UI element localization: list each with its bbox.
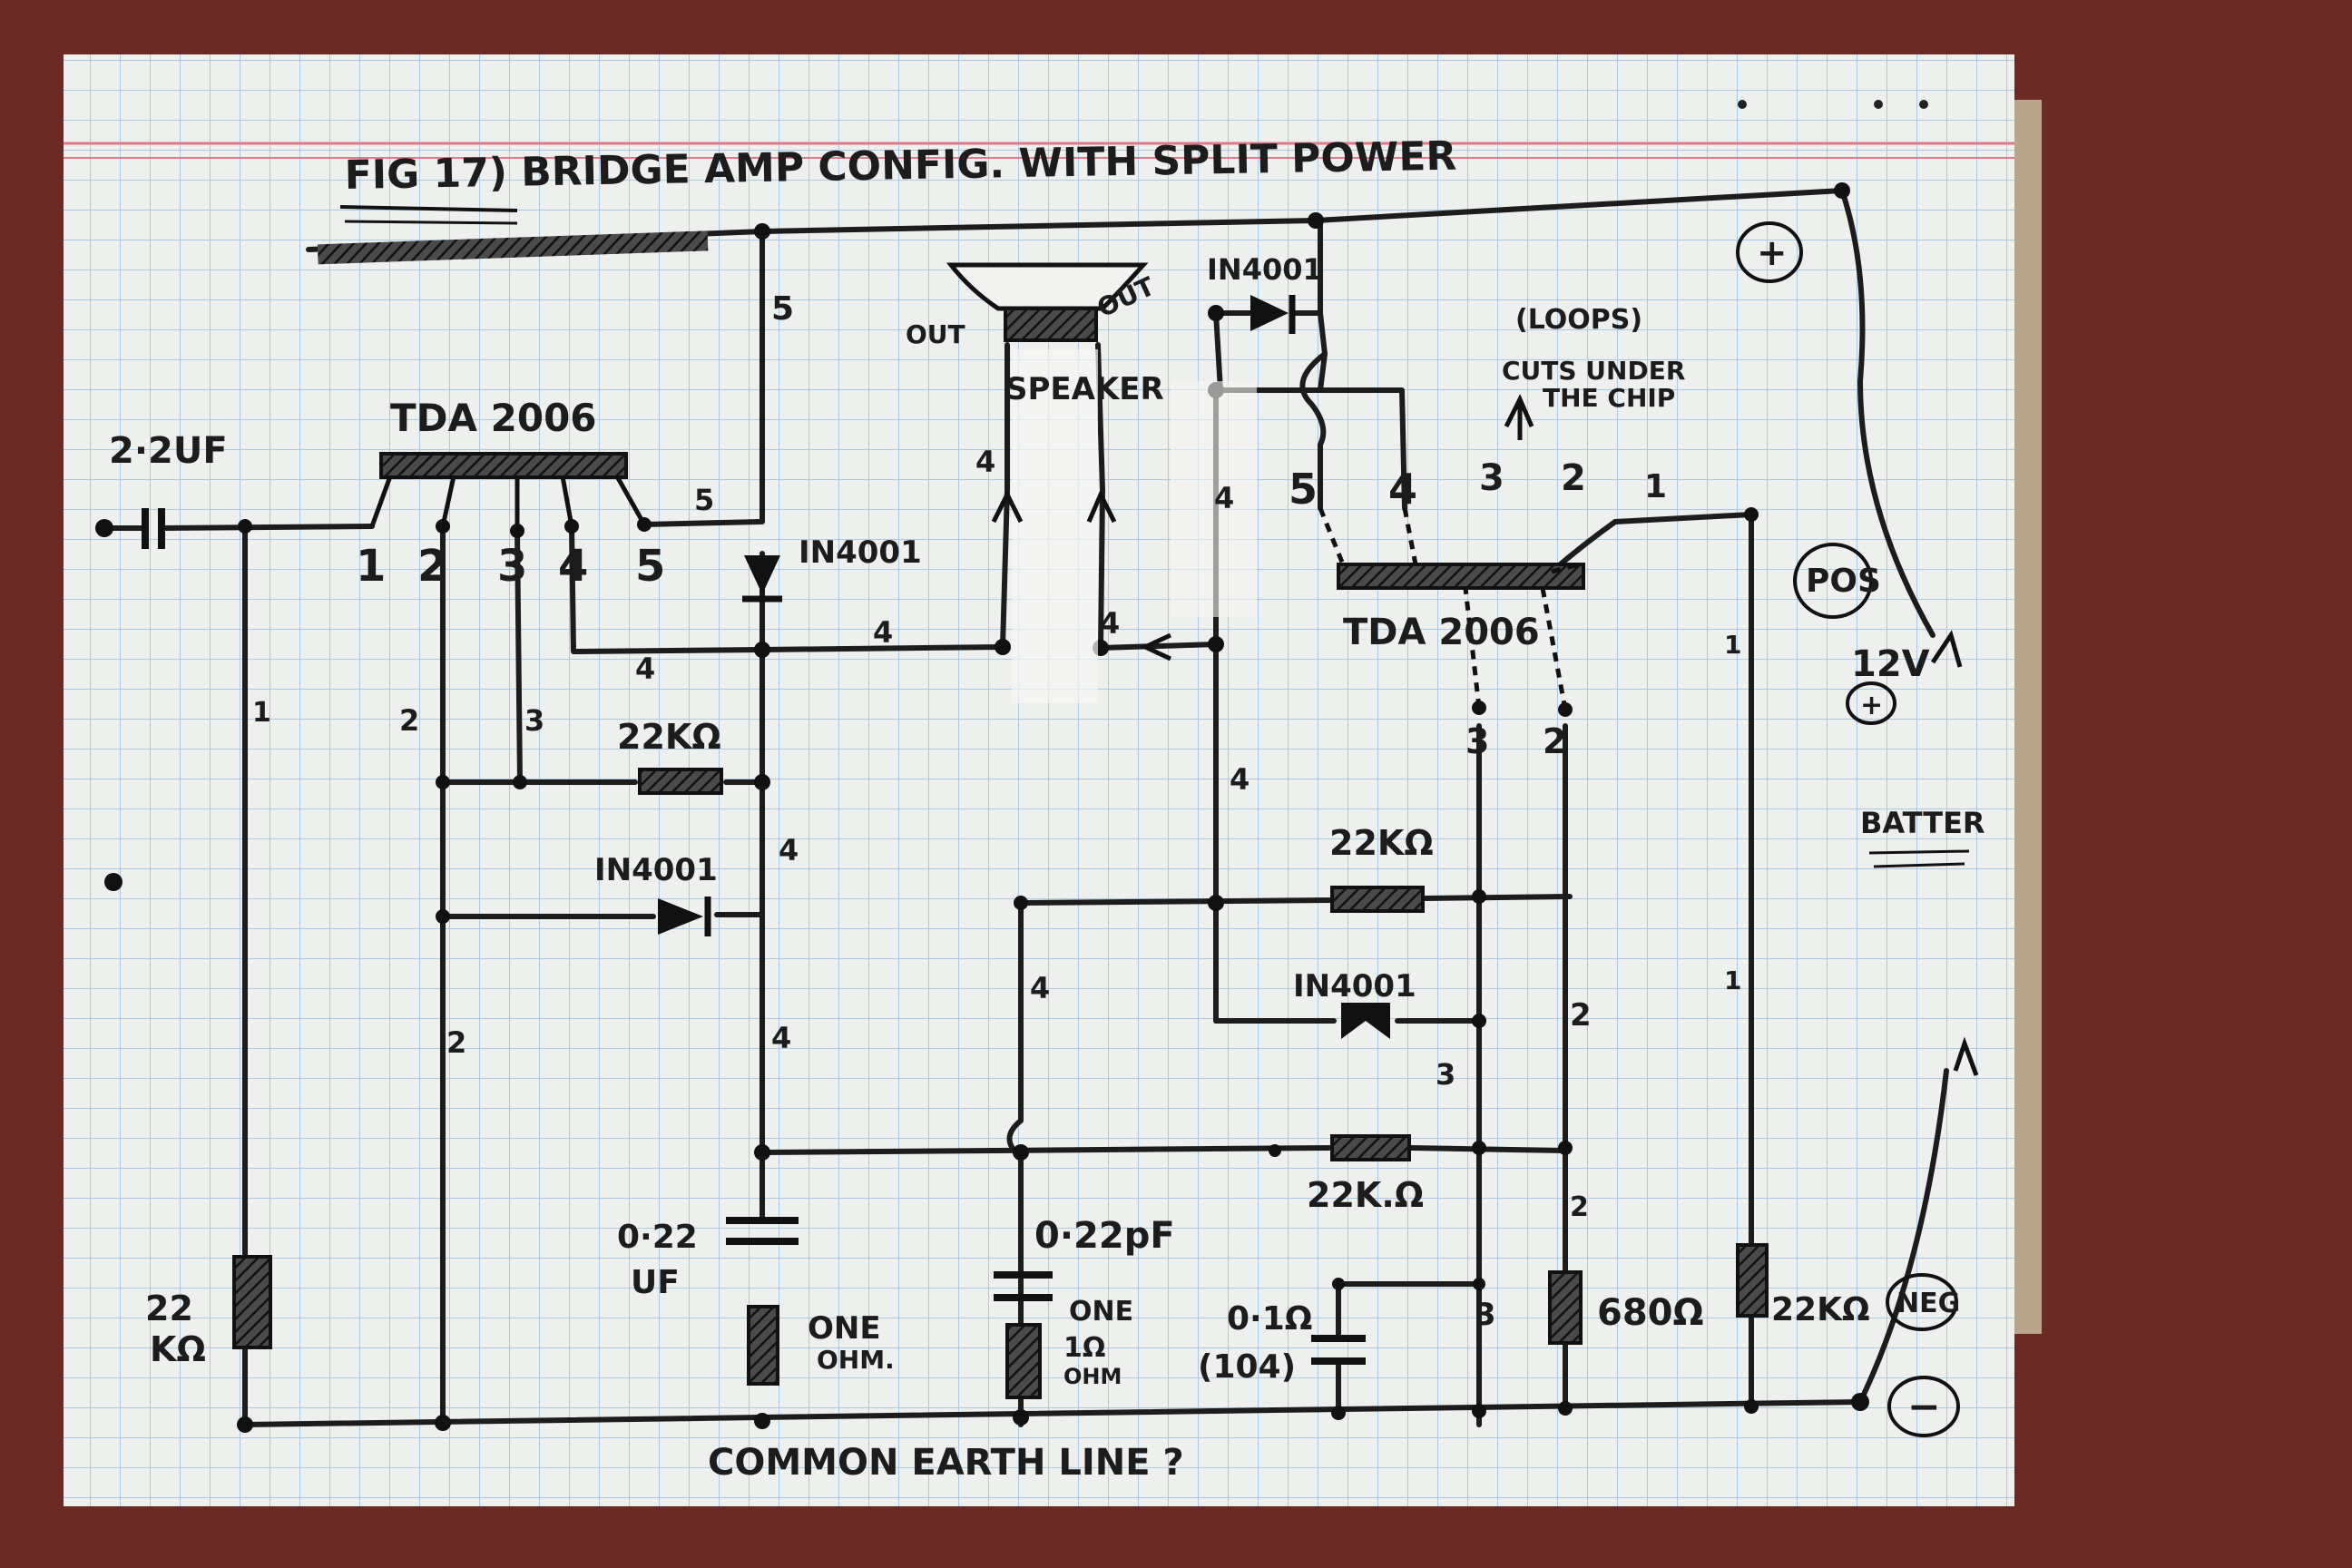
diode-mid-right — [1341, 1003, 1390, 1039]
cap-input-label: 2·2UF — [109, 430, 228, 472]
pin-label-r3: 3 — [1479, 457, 1504, 499]
wire-label-5-a: 5 — [694, 483, 714, 517]
wire-label-3-r: 3 — [1436, 1057, 1455, 1092]
wire-label-1-r: 1 — [1724, 630, 1741, 660]
diode-label-left-2: IN4001 — [594, 852, 718, 888]
battery-underline-2 — [1873, 862, 1965, 868]
terminal-circles — [1736, 221, 1960, 1437]
cap-022-left-b: UF — [631, 1264, 680, 1301]
wire-label-4-d: 4 — [771, 1021, 791, 1055]
res-one-mid-a: ONE — [1069, 1296, 1133, 1328]
loops-label-a: (LOOPS) — [1515, 304, 1642, 336]
title-underline — [339, 205, 518, 212]
wire-label-4-a: 4 — [635, 652, 655, 686]
wire-label-4-g: 4 — [1214, 481, 1234, 515]
cap-022-mid: 0·22pF — [1034, 1215, 1175, 1257]
diode-left-horizontal — [658, 897, 711, 936]
battery-label: BATTER — [1860, 806, 1985, 840]
pin-label-r2: 2 — [1561, 457, 1586, 499]
battery-underline — [1868, 849, 1970, 855]
pos-label: POS — [1806, 563, 1881, 600]
wire-label-4-f: 4 — [1100, 606, 1120, 641]
pin-label-4: 4 — [558, 541, 588, 592]
diode-label-right: IN4001 — [1293, 968, 1416, 1004]
res-680-label: 680Ω — [1597, 1292, 1704, 1334]
title-underline-2 — [344, 220, 518, 225]
binding-holes — [1738, 100, 1928, 109]
chip-right — [1318, 507, 1585, 710]
plus-small: + — [1860, 690, 1883, 721]
wire-label-1-a: 1 — [252, 697, 271, 729]
earth-line-label: COMMON EARTH LINE ? — [708, 1442, 1184, 1484]
cap-01-label-b: (104) — [1198, 1348, 1296, 1386]
chip-left — [369, 452, 647, 531]
wire-label-2-b: 2 — [446, 1025, 466, 1060]
diode-label-top-right: IN4001 — [1207, 252, 1323, 287]
wire-label-4-b: 4 — [873, 615, 893, 650]
speaker-symbol — [946, 262, 1149, 703]
tape-patch — [1012, 349, 1098, 703]
res-22k-right-bottom: 22KΩ — [1771, 1291, 1870, 1328]
pin-label-r2b: 2 — [1543, 721, 1566, 761]
loops-label-c: THE CHIP — [1543, 383, 1675, 413]
capacitors — [142, 508, 1366, 1365]
wire-label-1-r2: 1 — [1724, 965, 1741, 995]
wire-label-3-r2: 3 — [1475, 1297, 1496, 1333]
res-22k-left-label: 22KΩ — [617, 717, 721, 757]
diode-left-vertical — [742, 555, 782, 603]
wire-label-5-b: 5 — [771, 290, 794, 328]
pin-label-3: 3 — [497, 541, 527, 592]
res-one-mid-b: 1Ω — [1063, 1332, 1105, 1364]
res-22k-right-label: 22KΩ — [1329, 823, 1434, 863]
chip-left-label: TDA 2006 — [390, 396, 597, 440]
wire-label-3-a: 3 — [524, 703, 544, 738]
wire-label-4-e: 4 — [975, 445, 995, 479]
cap-01-label-a: 0·1Ω — [1227, 1300, 1312, 1338]
tape-patch-right — [1171, 381, 1257, 617]
pin-label-r3b: 3 — [1465, 721, 1489, 761]
wire-label-2-r: 2 — [1570, 997, 1592, 1034]
minus-bottom: − — [1907, 1384, 1941, 1430]
pin-label-1: 1 — [356, 541, 386, 592]
speaker-label: SPEAKER — [1005, 371, 1164, 407]
loops-label-b: CUTS UNDER — [1502, 356, 1685, 386]
pin-label-r4: 4 — [1388, 465, 1417, 514]
res-one-left-a: ONE — [808, 1310, 881, 1347]
wire-label-4-h: 4 — [1230, 762, 1250, 797]
res-one-mid-c: OHM — [1063, 1364, 1122, 1389]
res-22k-left-bottom-a: 22 — [145, 1289, 193, 1328]
neg-label: NEG — [1896, 1288, 1960, 1319]
diode-top-right — [1250, 295, 1296, 334]
pin-label-r5: 5 — [1289, 465, 1318, 514]
wire-label-2-a: 2 — [399, 703, 419, 738]
plus-top: + — [1757, 232, 1788, 274]
wire-label-4-c: 4 — [779, 833, 799, 867]
cap-022-left-a: 0·22 — [617, 1219, 698, 1256]
res-22k-left-bottom-b: KΩ — [150, 1329, 206, 1369]
res-22k-bottom-label: 22K.Ω — [1307, 1175, 1424, 1215]
pin-label-2: 2 — [417, 541, 447, 592]
res-one-left-b: OHM. — [817, 1345, 895, 1375]
pin-label-r1: 1 — [1644, 468, 1667, 505]
chip-right-label: TDA 2006 — [1343, 612, 1540, 653]
diode-label-left: IN4001 — [799, 534, 922, 571]
speaker-out-left: OUT — [906, 319, 965, 349]
title-rail-resistor — [317, 230, 709, 265]
resistors — [232, 768, 1769, 1399]
wire-label-2-r2: 2 — [1570, 1191, 1589, 1223]
pin-label-5: 5 — [635, 541, 665, 592]
flow-arrows — [991, 394, 1979, 1076]
wire-label-4-i: 4 — [1030, 971, 1050, 1005]
volt-label: 12V — [1851, 643, 1930, 685]
